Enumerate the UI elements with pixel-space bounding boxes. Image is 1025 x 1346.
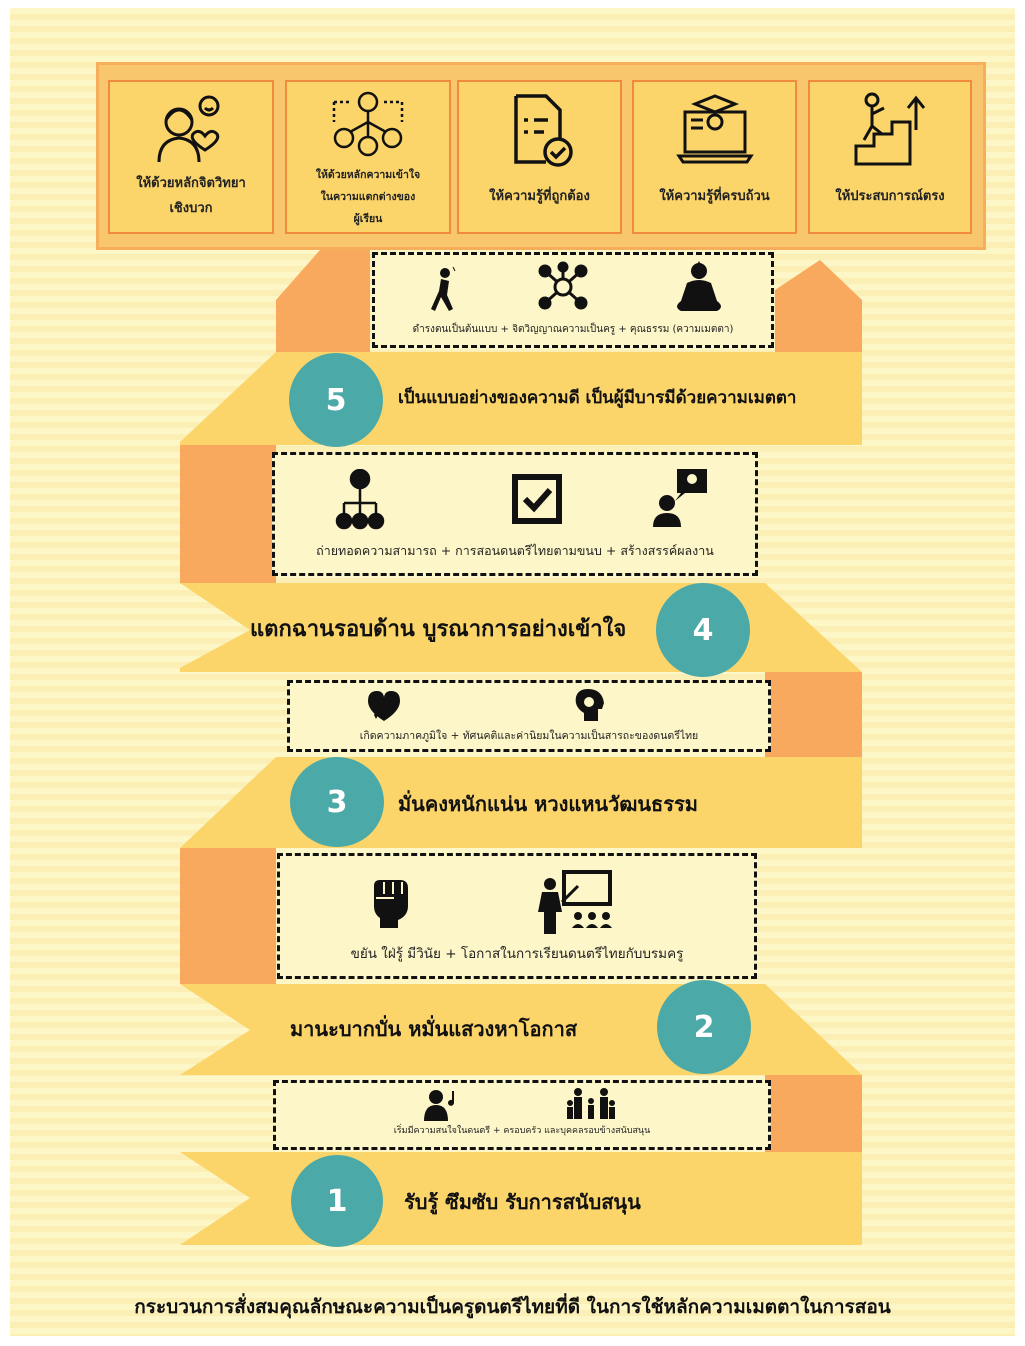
step-3-title: มั่นคงหนักแน่น หวงแหนวัฒนธรรม <box>398 792 698 816</box>
principle-card-2: ให้ด้วยหลักความเข้าใจ ในความแตกต่างของ ผ… <box>285 80 451 234</box>
step-1-badge: 1 <box>291 1155 383 1247</box>
learner-network-icon <box>332 91 404 157</box>
online-graduate-icon <box>675 94 754 164</box>
step-3-detail-box: เกิดความภาคภูมิใจ + ทัศนคติและค่านิยมในค… <box>287 680 771 752</box>
step-4-detail-box: ถ่ายทอดความสามารถ + การสอนดนตรีไทยตามขนบ… <box>272 452 758 576</box>
checked-document-icon <box>513 94 573 167</box>
teacher-class-icon <box>538 870 612 934</box>
ribbon-step-4-fold <box>765 672 862 757</box>
ribbon-step-3-fold <box>180 848 276 984</box>
heart-sparkle-icon <box>368 691 400 721</box>
ribbon-pillar-right <box>775 260 862 352</box>
diagram-caption: กระบวนการสั่งสมคุณลักษณะความเป็นครูดนตรี… <box>134 1296 891 1318</box>
step-4-detail-text: ถ่ายทอดความสามารถ + การสอนดนตรีไทยตามขนบ… <box>316 543 714 558</box>
checkbox-icon <box>512 474 562 524</box>
step-1-title: รับรู้ ซึมซับ รับการสนับสนุน <box>404 1190 641 1214</box>
step-2-detail-text: ขยัน ใฝ่รู้ มีวินัย + โอกาสในการเรียนดนต… <box>350 946 684 962</box>
idea-person-icon <box>653 469 707 527</box>
ribbon-pillar-left <box>276 250 370 352</box>
step-3-detail-text: เกิดความภาคภูมิใจ + ทัศนคติและค่านิยมในค… <box>359 730 699 742</box>
step-2-badge: 2 <box>657 980 751 1074</box>
head-lightbulb-icon <box>575 689 604 721</box>
principle-label-3: ให้ความรู้ที่ถูกต้อง <box>489 188 590 204</box>
network-hub-icon <box>538 261 588 310</box>
step-2-title: มานะบากบั่น หมั่นแสวงหาโอกาส <box>290 1017 578 1041</box>
step-5-badge: 5 <box>289 353 383 447</box>
step-4-title: แตกฉานรอบด้าน บูรณาการอย่างเข้าใจ <box>250 617 627 642</box>
step-1-detail-box: เริ่มมีความสนใจในดนตรี + ครอบครัว และบุค… <box>273 1080 771 1150</box>
step-5-detail-box: ดำรงตนเป็นต้นแบบ + จิตวิญญาณความเป็นครู … <box>372 252 774 348</box>
family-icon <box>567 1088 615 1119</box>
principle-label-1: ให้ด้วยหลักจิตวิทยา เชิงบวก <box>136 176 246 216</box>
principle-label-5: ให้ประสบการณ์ตรง <box>835 188 945 204</box>
role-model-icon <box>431 266 456 311</box>
positive-psychology-icon <box>157 95 220 163</box>
principle-card-3: ให้ความรู้ที่ถูกต้อง <box>457 80 622 234</box>
principle-label-2: ให้ด้วยหลักความเข้าใจ ในความแตกต่างของ ผ… <box>315 168 421 226</box>
principle-label-4: ให้ความรู้ที่ครบถ้วน <box>659 188 770 204</box>
ribbon-step-2-fold <box>765 1075 862 1152</box>
step-5-detail-text: ดำรงตนเป็นต้นแบบ + จิตวิญญาณความเป็นครู … <box>412 324 734 335</box>
buddha-icon <box>677 261 721 311</box>
principle-card-4: ให้ความรู้ที่ครบถ้วน <box>632 80 797 234</box>
step-2-detail-box: ขยัน ใฝ่รู้ มีวินัย + โอกาสในการเรียนดนต… <box>277 853 757 979</box>
principle-card-5: ให้ประสบการณ์ตรง <box>808 80 972 234</box>
step-4-badge: 4 <box>656 583 750 677</box>
growth-stairs-icon <box>854 92 926 166</box>
step-3-badge: 3 <box>290 757 384 847</box>
principle-card-1: ให้ด้วยหลักจิตวิทยา เชิงบวก <box>108 80 274 234</box>
music-listener-icon <box>424 1090 454 1121</box>
ribbon-step-5-fold <box>180 445 276 583</box>
step-5-title: เป็นแบบอย่างของความดี เป็นผู้มีบารมีด้วย… <box>398 388 797 408</box>
hierarchy-icon <box>335 469 385 530</box>
raised-fist-icon <box>374 880 408 928</box>
step-1-detail-text: เริ่มมีความสนใจในดนตรี + ครอบครัว และบุค… <box>393 1126 651 1136</box>
